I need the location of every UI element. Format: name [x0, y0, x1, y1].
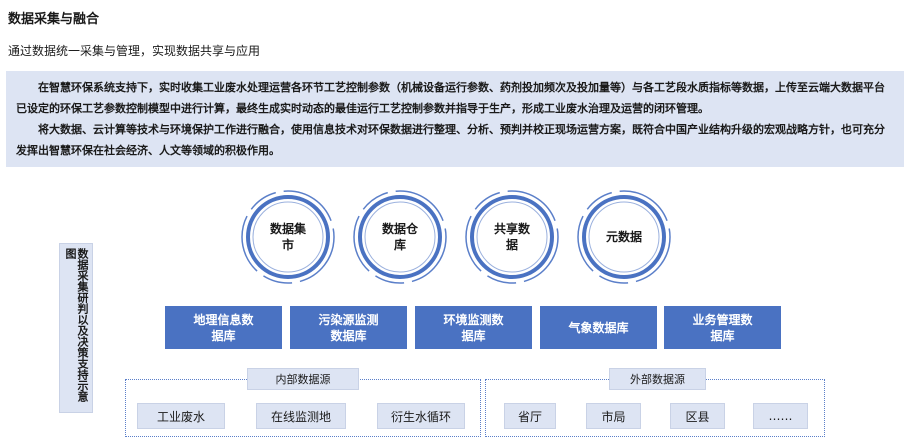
section-subtitle: 通过数据统一采集与管理，实现数据共享与应用: [8, 44, 261, 58]
diagram-side-label: 数据采集研判以及决策支持示意图: [59, 243, 93, 413]
ring-icon: [241, 190, 335, 284]
circle-label: 共享数据: [494, 222, 531, 252]
circle-shared-data: 共享数据: [464, 189, 560, 285]
ring-icon: [353, 190, 447, 284]
external-source-label: 外部数据源: [609, 368, 706, 390]
section-title: 数据采集与融合: [8, 12, 100, 27]
circle-label: 元数据: [606, 230, 643, 244]
circle-label: 数据仓库: [382, 222, 419, 252]
source-more: ……: [753, 403, 808, 429]
db-business: 业务管理数据库: [664, 306, 781, 349]
source-industrial-wastewater: 工业废水: [137, 403, 225, 429]
diagram-side-label-text: 数据采集研判以及决策支持示意图: [64, 248, 89, 402]
ring-icon: [577, 190, 671, 284]
source-province: 省厅: [504, 403, 556, 429]
ring-icon: [465, 190, 559, 284]
internal-source-label: 内部数据源: [247, 368, 359, 390]
db-weather: 气象数据库: [540, 306, 657, 349]
source-online-monitoring: 在线监测地: [256, 403, 346, 429]
source-district: 区县: [670, 403, 725, 429]
intro-paragraph-1: 在智慧环保系统支持下，实时收集工业废水处理运营各环节工艺控制参数（机械设备运行参…: [16, 81, 885, 115]
source-derived-water-cycle: 衍生水循环: [377, 403, 465, 429]
circle-data-mart: 数据集市: [240, 189, 336, 285]
db-geo: 地理信息数据库: [165, 306, 282, 349]
db-pollution: 污染源监测数据库: [290, 306, 407, 349]
db-environment: 环境监测数据库: [415, 306, 532, 349]
source-city: 市局: [586, 403, 641, 429]
circle-label: 数据集市: [270, 222, 307, 252]
intro-panel: 在智慧环保系统支持下，实时收集工业废水处理运营各环节工艺控制参数（机械设备运行参…: [6, 71, 904, 167]
intro-paragraph-2: 将大数据、云计算等技术与环境保护工作进行融合，使用信息技术对环保数据进行整理、分…: [16, 123, 885, 157]
circle-data-warehouse: 数据仓库: [352, 189, 448, 285]
circle-metadata: 元数据: [576, 189, 672, 285]
